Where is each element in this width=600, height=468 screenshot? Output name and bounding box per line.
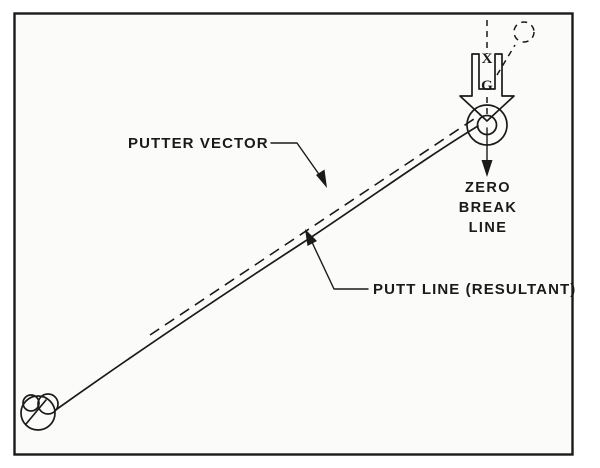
putt-line-leader — [305, 229, 369, 290]
aim-point-circle — [513, 21, 535, 43]
gravity-break-arrow — [459, 53, 515, 122]
putter-vector-dashed-line — [149, 114, 481, 336]
golf-ball — [20, 393, 59, 431]
zero-break-arrow — [481, 127, 493, 177]
zero-break-label-line2: BREAK — [459, 200, 518, 216]
zero-break-label-line3: LINE — [469, 220, 508, 236]
putter-vector-extension-dashed — [496, 44, 516, 76]
putter-vector-label: PUTTER VECTOR — [128, 135, 269, 152]
putt-line-label: PUTT LINE (RESULTANT) — [373, 281, 576, 298]
zero-break-label-line1: ZERO — [465, 180, 511, 196]
gravity-symbol-g: G — [481, 78, 493, 94]
putter-vector-leader — [270, 142, 327, 188]
gravity-symbol-x: X — [482, 51, 493, 67]
putt-line-curve — [56, 125, 479, 410]
